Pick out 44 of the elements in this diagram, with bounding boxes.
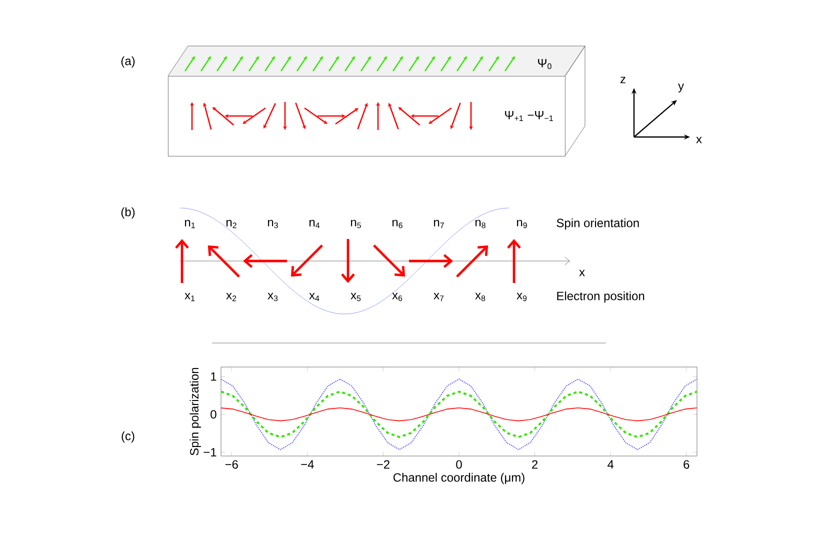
spin-label: n$_{1}$: [185, 220, 195, 228]
x-tick-label: 4: [608, 460, 614, 468]
position-label: x$_{8}$: [475, 292, 486, 302]
panel-label: (b): [121, 207, 135, 219]
row-label: Spin orientation: [556, 218, 639, 230]
spin-label: n$_{2}$: [226, 220, 236, 228]
spin-label: n$_{9}$: [517, 220, 527, 228]
position-label: x$_{6}$: [392, 292, 402, 302]
spin-label: n$_{7}$: [434, 220, 444, 228]
spin-label: n$_{5}$: [351, 220, 361, 228]
node-label: Ψ$_{0}$: [538, 58, 552, 70]
panel-label: (c): [122, 431, 134, 443]
x-tick-label: 6: [684, 460, 690, 469]
x-tick-label: 2: [532, 460, 538, 469]
x-tick-label: −6: [225, 460, 238, 469]
x-tick-label: 0: [456, 460, 462, 469]
axis-label: z: [620, 76, 626, 84]
position-label: x$_{1}$: [184, 292, 195, 302]
y-tick-label: −1: [204, 448, 216, 456]
position-label: x$_{2}$: [226, 292, 236, 302]
spin-label: n$_{4}$: [310, 220, 320, 228]
spin-label: n$_{6}$: [392, 220, 402, 228]
row-label: Electron position: [557, 291, 644, 303]
position-label: x$_{7}$: [434, 292, 444, 302]
axis-label: y: [678, 84, 684, 92]
spin-label: n$_{8}$: [476, 220, 486, 228]
position-label: x$_{3}$: [268, 292, 278, 302]
line-series: [221, 408, 698, 422]
position-label: x$_{5}$: [350, 292, 361, 302]
channel-box: Ψ$_{0}$ Ψ$_{+1}$ −Ψ$_{−1}$: [168, 46, 586, 156]
line-series: [221, 390, 698, 438]
position-label: x$_{9}$: [516, 292, 527, 302]
panel-label: (a): [121, 56, 135, 68]
spin-label: n$_{3}$: [268, 220, 278, 228]
axis-label: x: [579, 270, 585, 276]
line-series: [221, 378, 698, 450]
x-tick-label: −4: [301, 460, 314, 468]
position-label: x$_{4}$: [309, 292, 320, 302]
y-tick-label: 1: [211, 372, 216, 381]
y-tick-label: 0: [210, 410, 216, 419]
axis-label: x: [696, 136, 702, 144]
y-axis-title: Spin polarization: [190, 368, 201, 456]
x-axis-title: Channel coordinate (μm): [393, 472, 524, 484]
x-tick-label: −2: [376, 460, 390, 469]
